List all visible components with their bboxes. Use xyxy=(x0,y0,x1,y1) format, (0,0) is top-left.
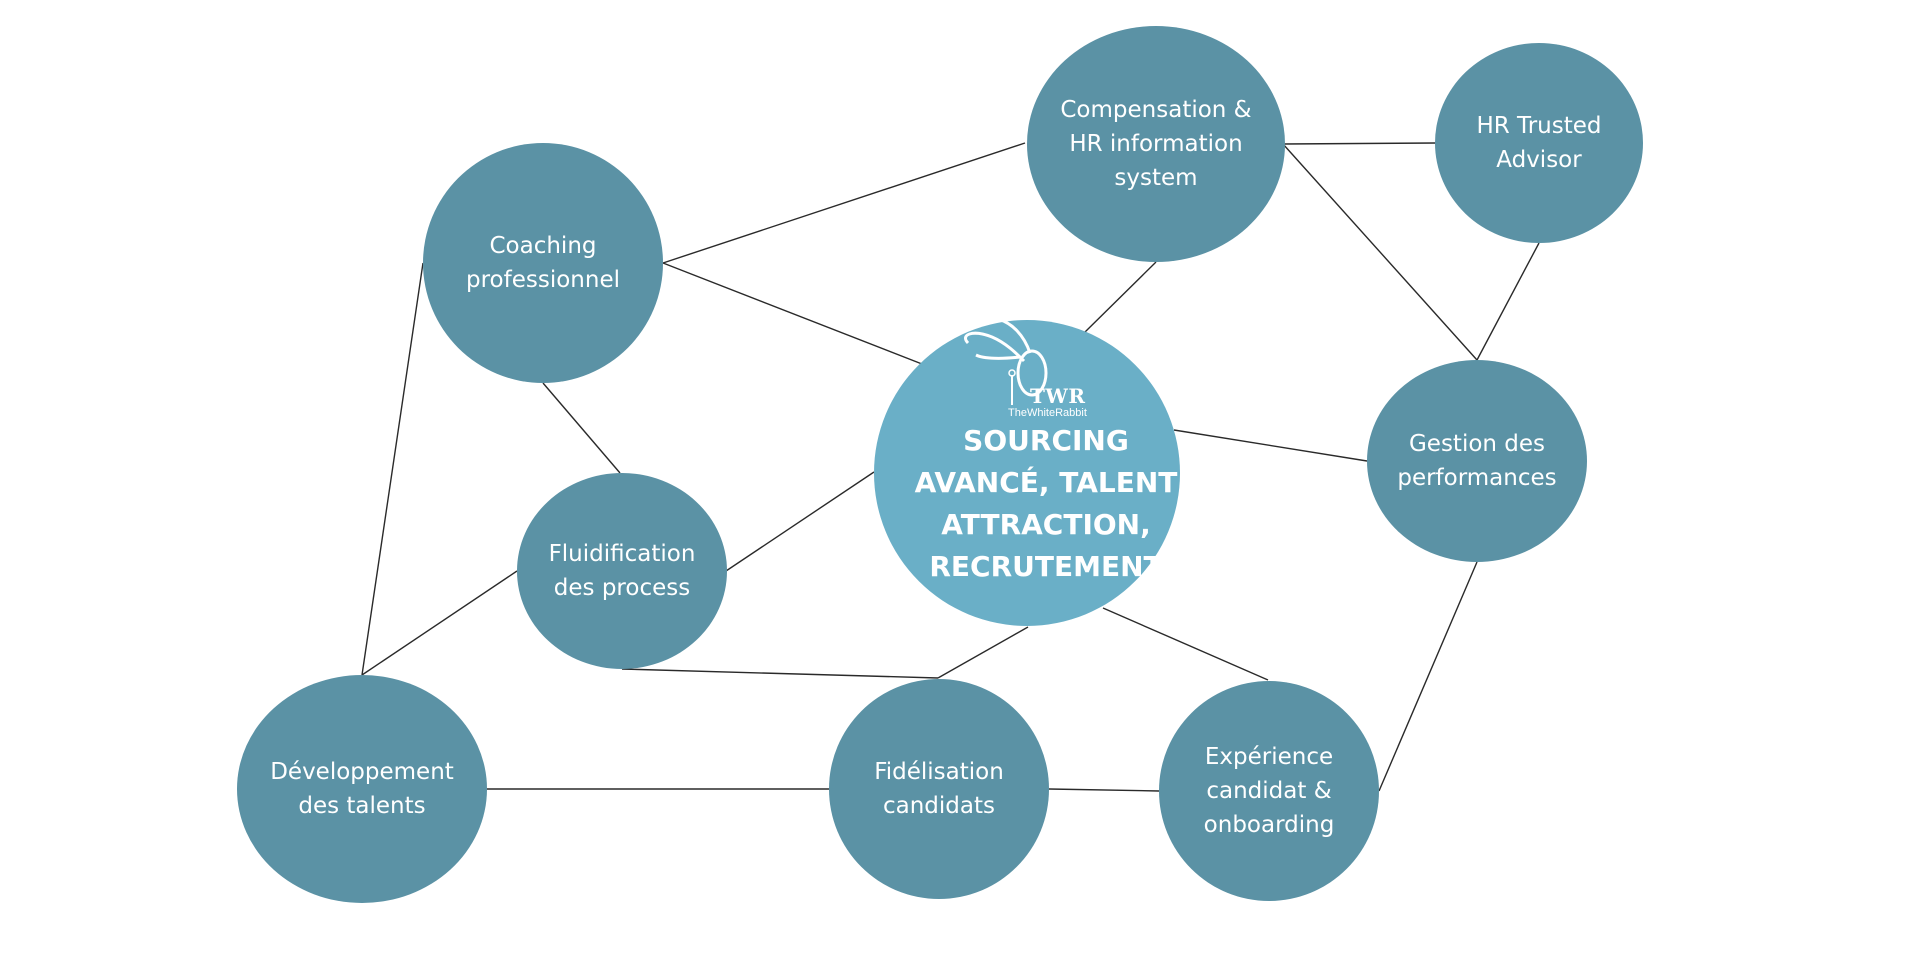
nodes xyxy=(237,26,1643,903)
label-line: candidats xyxy=(882,793,995,819)
label-gestion: Gestion des performances xyxy=(1367,427,1587,495)
node-center xyxy=(874,320,1180,626)
label-line: onboarding xyxy=(1203,812,1335,838)
center-title-line: RECRUTEMENT xyxy=(929,550,1163,583)
edge-fluidification-fidelisation xyxy=(621,668,939,679)
label-line: performances xyxy=(1397,465,1557,491)
center-title-line: AVANCÉ, TALENT xyxy=(914,466,1178,499)
label-line: Expérience xyxy=(1204,744,1334,770)
label-line: Fluidification xyxy=(548,541,696,567)
node-fidelisation xyxy=(829,679,1049,899)
label-experience: Expérience candidat & onboarding xyxy=(1159,740,1379,842)
label-line: Coaching xyxy=(489,233,597,259)
node-experience xyxy=(1159,681,1379,901)
edge-hr-advisor-gestion xyxy=(1476,242,1540,361)
label-line: candidat & xyxy=(1206,778,1332,804)
edge-coaching-developpement xyxy=(361,262,424,676)
edge-center-gestion xyxy=(1173,429,1368,462)
label-developpement: Développement des talents xyxy=(237,755,487,823)
edges xyxy=(361,142,1540,792)
edge-compensation-center xyxy=(1083,261,1157,334)
center-title-line: ATTRACTION, xyxy=(941,508,1151,541)
node-coaching xyxy=(423,143,663,383)
label-compensation: Compensation & HR information system xyxy=(1027,89,1285,199)
logo-subtext: TheWhiteRabbit xyxy=(1008,407,1087,419)
label-line: HR Trusted xyxy=(1476,113,1602,139)
label-line: Développement xyxy=(270,759,454,785)
node-gestion xyxy=(1367,360,1587,562)
label-line: Advisor xyxy=(1496,147,1582,173)
center-title: SOURCING AVANCÉ, TALENT ATTRACTION, RECR… xyxy=(872,420,1220,588)
edge-coaching-center xyxy=(662,262,923,365)
label-line: Gestion des xyxy=(1408,431,1546,457)
edge-center-experience xyxy=(1102,607,1269,681)
edge-center-fidelisation xyxy=(937,626,1029,679)
rabbit-logo-icon xyxy=(964,317,1048,405)
center-title-line: SOURCING xyxy=(963,424,1129,457)
label-line: HR information xyxy=(1069,131,1243,157)
edge-compensation-gestion xyxy=(1282,143,1478,361)
edge-experience-gestion xyxy=(1378,561,1478,792)
label-hr-advisor: HR Trusted Advisor xyxy=(1435,109,1643,177)
label-line: system xyxy=(1114,165,1198,191)
node-hr-advisor xyxy=(1435,43,1643,243)
edge-fluidification-developpement xyxy=(361,570,518,676)
label-coaching: Coaching professionnel xyxy=(423,223,663,303)
edge-center-fluidification xyxy=(725,471,875,572)
label-line: des talents xyxy=(298,793,426,819)
label-fluidification: Fluidification des process xyxy=(517,537,727,605)
node-compensation xyxy=(1027,26,1285,262)
edge-coaching-fluidification xyxy=(542,382,621,474)
edge-fidelisation-experience xyxy=(1048,788,1160,792)
edge-compensation-hr-advisor xyxy=(1282,142,1437,145)
logo-wordmark: TWR xyxy=(1030,384,1086,408)
edge-coaching-compensation xyxy=(662,142,1026,264)
node-fluidification xyxy=(517,473,727,669)
label-line: Fidélisation xyxy=(874,759,1004,785)
label-line: Compensation & xyxy=(1060,97,1252,123)
node-developpement xyxy=(237,675,487,903)
label-fidelisation: Fidélisation candidats xyxy=(829,755,1049,823)
label-line: professionnel xyxy=(466,267,620,293)
label-line: des process xyxy=(553,575,691,601)
